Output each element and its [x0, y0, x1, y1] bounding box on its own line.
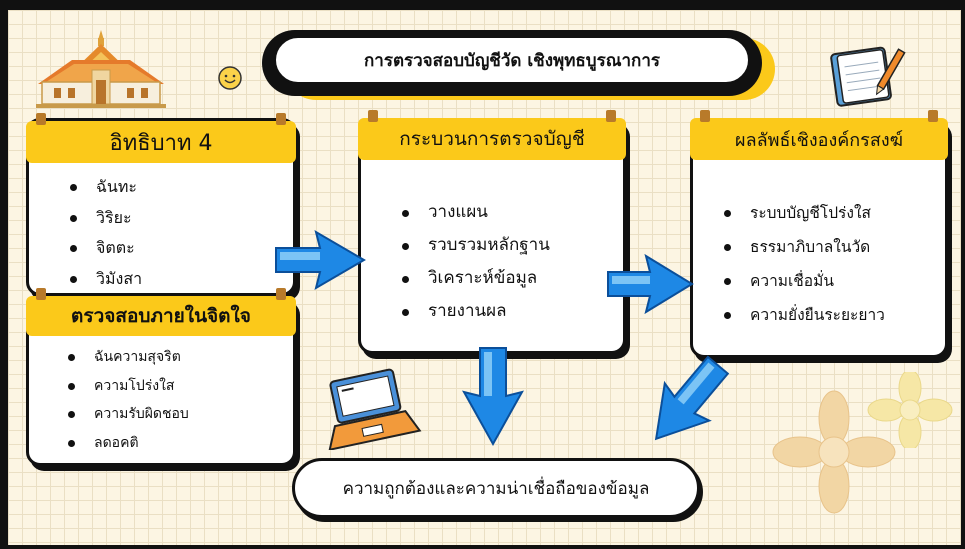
iddhipada-list: ฉันทะ วิริยะ จิตตะ วิมังสา	[64, 172, 142, 294]
list-item: ลดอคติ	[62, 429, 189, 458]
list-item: ระบบบัญชีโปร่งใส	[718, 196, 885, 230]
outcomes-list: ระบบบัญชีโปร่งใส ธรรมาภิบาลในวัด ความเชื…	[718, 196, 885, 332]
flower-icon	[772, 390, 896, 514]
list-item: วิมังสา	[64, 264, 142, 295]
list-item: จิตตะ	[64, 233, 142, 264]
list-item: ธรรมาภิบาลในวัด	[718, 230, 885, 264]
list-item: ความโปร่งใส	[62, 372, 189, 401]
self-check-header: ตรวจสอบภายในจิตใจ	[26, 288, 296, 336]
laptop-icon	[328, 368, 422, 450]
arrow-down-icon	[462, 347, 524, 447]
list-item: รวบรวมหลักฐาน	[396, 229, 550, 262]
list-item: ความยั่งยืนระยะยาว	[718, 298, 885, 332]
notebook-icon	[830, 46, 906, 107]
audit-process-header: กระบวนการตรวจบัญชี	[358, 110, 626, 160]
list-item: วิเคราะห์ข้อมูล	[396, 262, 550, 295]
list-item: วางแผน	[396, 196, 550, 229]
self-check-list: ฉันความสุจริต ความโปร่งใส ความรับผิดชอบ …	[62, 343, 189, 457]
list-item: รายงานผล	[396, 295, 550, 328]
arrow-right-icon	[275, 229, 366, 291]
list-item: ความเชื่อมั่น	[718, 264, 885, 298]
arrow-down-left-icon	[654, 355, 730, 441]
temple-icon	[36, 30, 166, 108]
iddhipada-header: อิทธิบาท 4	[26, 113, 296, 163]
list-item: ฉันทะ	[64, 172, 142, 203]
arrow-right-icon	[607, 253, 694, 315]
list-item: ฉันความสุจริต	[62, 343, 189, 372]
audit-process-list: วางแผน รวบรวมหลักฐาน วิเคราะห์ข้อมูล ราย…	[396, 196, 550, 328]
flower-icon	[867, 372, 953, 448]
outcomes-header: ผลลัพธ์เชิงองค์กรสงฆ์	[690, 110, 948, 160]
list-item: วิริยะ	[64, 203, 142, 234]
result-pill: ความถูกต้องและความน่าเชื่อถือของข้อมูล	[292, 458, 700, 518]
page-title: การตรวจสอบบัญชีวัด เชิงพุทธบูรณาการ	[274, 36, 750, 84]
smiley-icon	[218, 66, 242, 90]
list-item: ความรับผิดชอบ	[62, 400, 189, 429]
